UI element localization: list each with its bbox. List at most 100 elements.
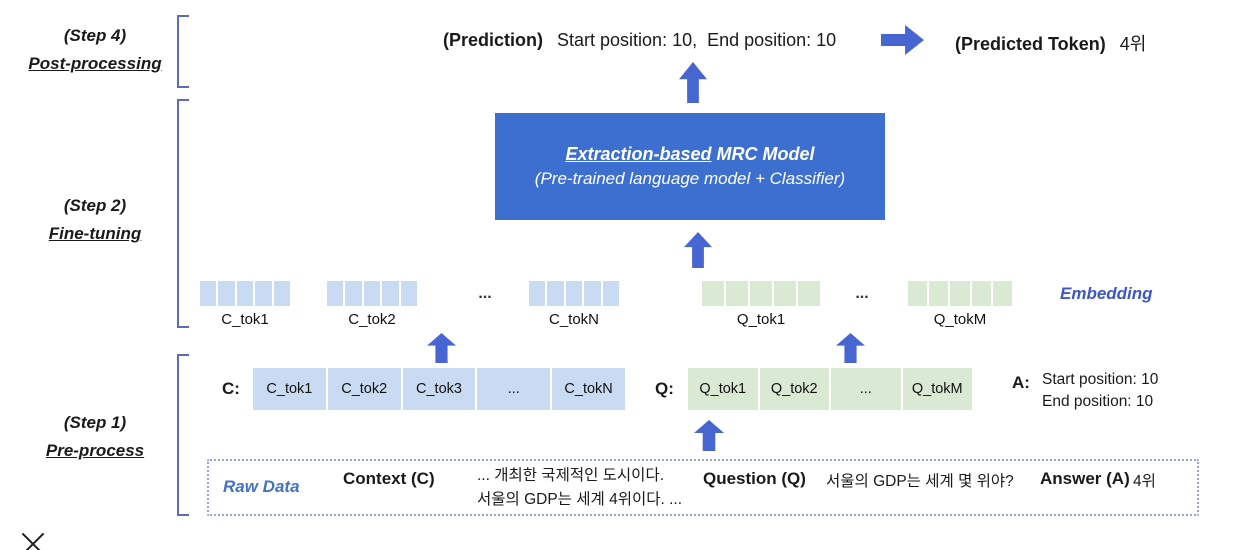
context-token-cell: C_tok1 [253,368,326,410]
embedding-square [908,281,928,306]
embedding-group-Q_tok1: Q_tok1 [702,281,820,328]
question-sequence-label: Q: [655,379,674,398]
embedding-group-C_tokN: C_tokN [529,281,620,328]
embedding-token-label: Q_tokM [933,311,987,328]
predicted-token-row: (Predicted Token) 4위 [955,30,1146,56]
embedding-square [327,281,344,306]
model-title-underlined: Extraction-based [565,144,712,164]
question-token-cell: Q_tok2 [759,368,829,410]
prediction-row: (Prediction) Start position: 10, End pos… [443,30,836,51]
question-text: 서울의 GDP는 세계 몇 위야? [826,473,1014,490]
answer-end-position: End position: 10 [1042,393,1154,410]
up-arrow-question-to-embedding-icon [836,333,865,363]
embedding-square [565,281,583,306]
step1-line1: (Step 1) [63,413,127,432]
question-label: Question (Q) [703,469,806,488]
embedding-square [971,281,991,306]
embedding-square [702,281,724,306]
embedding-ellipsis: ... [847,281,877,306]
embedding-square [950,281,970,306]
embedding-square [929,281,949,306]
embedding-token-label: C_tok2 [348,311,396,328]
up-arrow-model-to-prediction-icon [679,62,707,103]
up-arrow-embedding-to-model-icon [684,232,712,268]
embedding-squares [908,281,1013,306]
embedding-square [255,281,272,306]
step2-label: (Step 2) Fine-tuning [10,192,180,248]
mrc-model-box: Extraction-based MRC Model (Pre-trained … [495,113,885,220]
embedding-group-C_tok1: C_tok1 [200,281,291,328]
predicted-token-label: (Predicted Token) [955,34,1106,54]
embedding-token-label: Q_tok1 [736,311,786,328]
embedding-squares [200,281,291,306]
answer-label: Answer (A) [1040,469,1130,488]
step4-line2: Post-processing [28,54,162,73]
context-token-cell: C_tokN [552,368,625,410]
prediction-value: Start position: 10, End position: 10 [557,30,837,50]
embedding-square [602,281,620,306]
embedding-square [345,281,362,306]
step4-label: (Step 4) Post-processing [10,22,180,78]
step2-bracket [177,99,189,328]
embedding-square [726,281,748,306]
context-token-cell: ... [477,368,551,410]
embedding-squares [702,281,820,306]
embedding-square [992,281,1013,306]
embedding-square [400,281,418,306]
embedding-square [218,281,235,306]
answer-sequence-label: A: [1012,373,1030,392]
embedding-square [236,281,254,306]
up-arrow-context-to-embedding-icon [427,333,456,363]
step2-line2: Fine-tuning [48,224,142,243]
prediction-label: (Prediction) [443,30,544,50]
ellipsis: ... [855,284,869,302]
predicted-token-value: 4위 [1119,34,1147,54]
model-title-rest: MRC Model [711,144,815,164]
answer-positions: Start position: 10 End position: 10 [1042,369,1158,413]
step2-line1: (Step 2) [63,196,127,215]
answer-text: 4위 [1133,473,1156,490]
embedding-square [382,281,399,306]
embedding-square [200,281,217,306]
context-text-line1: ... 개최한 국제적인 도시이다. [477,467,665,484]
embedding-square [750,281,772,306]
embedding-square [547,281,564,306]
question-token-cell: ... [831,368,901,410]
step4-bracket [177,15,189,88]
stray-cropped-mark [20,533,46,550]
embedding-label: Embedding [1060,284,1153,303]
context-sequence-label: C: [222,379,240,398]
embedding-square [529,281,546,306]
context-token-cell: C_tok2 [327,368,401,410]
step4-line1: (Step 4) [63,26,127,45]
step1-label: (Step 1) Pre-process [10,409,180,465]
embedding-squares [327,281,418,306]
answer-start-position: Start position: 10 [1042,371,1159,388]
embedding-square [798,281,820,306]
question-token-cell: Q_tokM [902,368,972,410]
context-text-line2: 서울의 GDP는 세계 4위이다. ... [477,491,683,508]
model-title: Extraction-based MRC Model [565,144,814,165]
model-subtitle: (Pre-trained language model + Classifier… [534,169,846,188]
embedding-square [584,281,601,306]
context-label: Context (C) [343,469,435,488]
embedding-square [774,281,796,306]
raw-data-box [207,459,1199,516]
embedding-square [363,281,381,306]
embedding-group-Q_tokM: Q_tokM [908,281,1013,328]
ellipsis: ... [478,284,492,302]
embedding-token-label: C_tok1 [221,311,269,328]
up-arrow-rawdata-to-tokens-icon [694,420,724,451]
context-text: ... 개최한 국제적인 도시이다. 서울의 GDP는 세계 4위이다. ... [477,464,682,512]
context-token-cell: C_tok3 [402,368,476,410]
question-token-cell: Q_tok1 [688,368,758,410]
right-arrow-icon [881,25,924,55]
embedding-ellipsis: ... [470,281,500,306]
step1-bracket [177,354,189,516]
step1-line2: Pre-process [45,441,145,460]
embedding-group-C_tok2: C_tok2 [327,281,418,328]
raw-data-label: Raw Data [223,477,300,496]
